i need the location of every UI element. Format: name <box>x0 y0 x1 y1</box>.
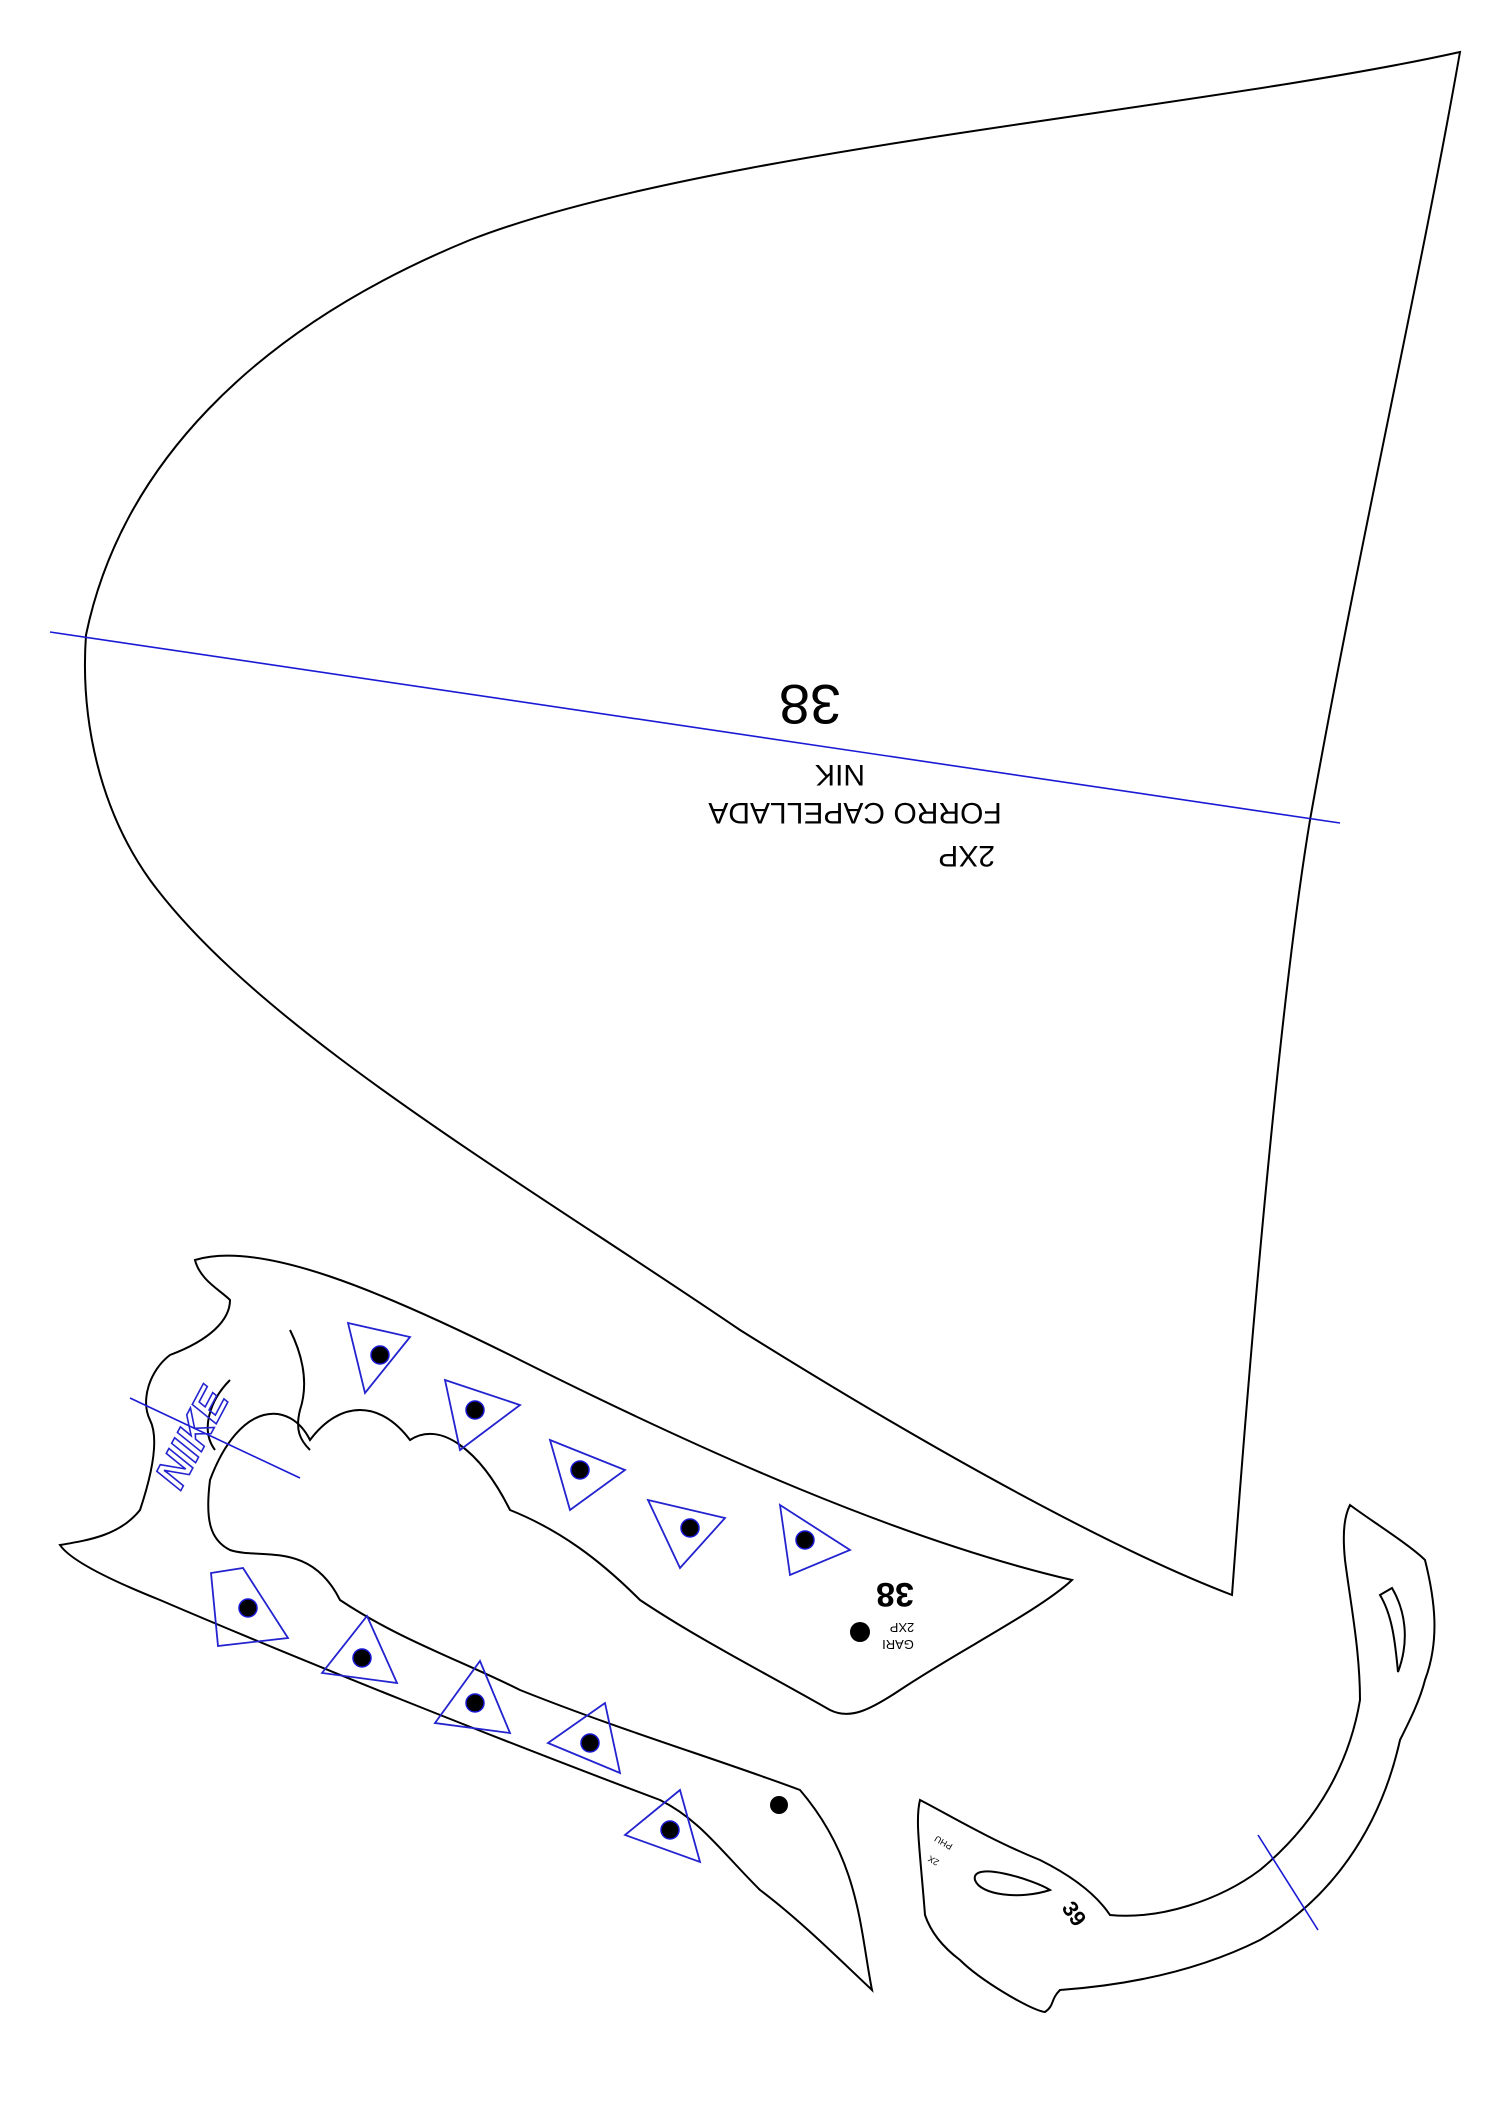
eyelet <box>646 1498 727 1570</box>
eyelet-triangle <box>548 1438 627 1512</box>
lining-center-guide-line <box>49 631 1341 824</box>
eyelet-hole <box>660 1820 680 1840</box>
lining-outline <box>83 50 1462 1597</box>
eyelet <box>778 1503 852 1577</box>
eyelet <box>548 1438 627 1512</box>
eyelet-piece-outline <box>58 1254 1075 1993</box>
eyelet <box>320 1614 399 1685</box>
eyelet-triangle <box>623 1788 702 1864</box>
eyelet-triangle <box>646 1498 727 1570</box>
eyelet <box>210 1567 290 1647</box>
lining-piece: 38 NIK FORRO CAPELLADA 2XP <box>49 50 1462 1597</box>
swoosh-icon <box>973 1870 1053 1897</box>
eyelet-hole <box>795 1530 815 1550</box>
lining-size-label: 38 <box>779 673 841 736</box>
eyelet-hole <box>680 1518 700 1538</box>
heel-piece-outline <box>916 1503 1436 2014</box>
lining-quantity-label: 2XP <box>938 839 995 872</box>
eyelet <box>433 1659 512 1735</box>
eyelet-triangle <box>320 1614 399 1685</box>
eyelet-piece-quantity-label: 2XP <box>890 1620 915 1635</box>
eyelet-piece-logo-text: NIKE <box>146 1379 239 1496</box>
eyelet-triangle <box>778 1503 852 1577</box>
eyelet-piece-name-label: GARI <box>882 1637 914 1652</box>
heel-piece-text-1: PHU <box>933 1834 954 1852</box>
eyelet-hole <box>465 1400 485 1420</box>
eyelet-triangle <box>210 1567 290 1647</box>
eyelet-triangle <box>346 1321 412 1395</box>
eyelet-piece-guide-line <box>129 1397 301 1479</box>
heel-piece-guide-line <box>1257 1834 1319 1931</box>
eyelet-hole <box>570 1460 590 1480</box>
heel-piece-size-label: 39 <box>1057 1897 1092 1931</box>
eyelet-hole <box>238 1598 258 1618</box>
eyelet-triangle <box>433 1659 512 1735</box>
heel-piece: 39 PHU 2X <box>916 1503 1436 2014</box>
eyelet-piece: NIKE <box>58 1254 1075 1993</box>
lining-brand-label: NIK <box>815 758 865 791</box>
lining-piece-name-label: FORRO CAPELLADA <box>708 796 1001 829</box>
eyelet-piece-size-label: 38 <box>876 1575 914 1613</box>
eyelet-triangle <box>546 1701 622 1775</box>
punch-hole <box>770 1796 788 1814</box>
heel-piece-text-2: 2X <box>926 1854 941 1868</box>
eyelet <box>346 1321 412 1395</box>
eyelet <box>443 1378 522 1452</box>
eyelet-triangle <box>443 1378 522 1452</box>
eyelet-hole <box>580 1733 600 1753</box>
eyelet-hole <box>465 1693 485 1713</box>
swoosh-icon <box>1378 1586 1406 1673</box>
eyelet-hole <box>352 1648 372 1668</box>
eyelet <box>623 1788 702 1864</box>
eyelet <box>546 1701 622 1775</box>
eyelet-piece-inner-line <box>206 1329 311 1451</box>
punch-hole <box>850 1622 870 1642</box>
eyelet-hole <box>370 1345 390 1365</box>
